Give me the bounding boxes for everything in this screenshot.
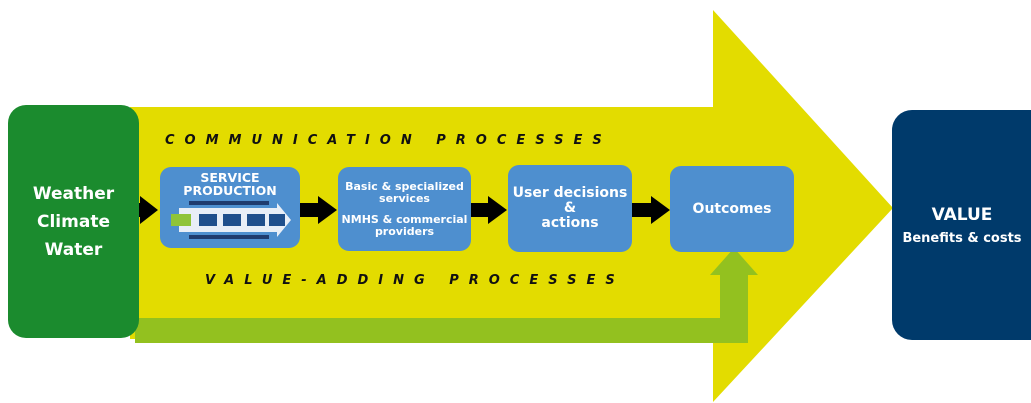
- user-decisions-box: User decisions & actions: [508, 165, 632, 252]
- feedback-arrow: [135, 248, 758, 343]
- communication-processes-label: COMMUNICATION PROCESSES: [165, 133, 612, 148]
- basic-specialized-services-box: Basic & specialized services NMHS & comm…: [338, 167, 471, 251]
- arrow-service-to-basic: [300, 196, 337, 224]
- value-adding-processes-label: VALUE-ADDING PROCESSES: [205, 273, 625, 288]
- service-production-box: SERVICE PRODUCTION: [160, 167, 300, 248]
- service-production-title-line1: SERVICE: [200, 170, 260, 185]
- value-box: VALUE Benefits & costs: [892, 110, 1031, 340]
- user-decisions-line1: User decisions: [512, 185, 628, 201]
- arrow-user-to-outcomes: [632, 196, 670, 224]
- input-label-weather: Weather: [32, 183, 115, 204]
- outcomes-box: Outcomes: [670, 166, 794, 252]
- service-production-mini-diagram: [171, 201, 291, 239]
- user-decisions-line2: &: [563, 200, 577, 216]
- providers-line2: providers: [374, 224, 435, 238]
- providers-line1: NMHS & commercial: [341, 212, 468, 226]
- input-label-water: Water: [44, 239, 103, 260]
- user-decisions-line3: actions: [541, 215, 599, 231]
- value-title: VALUE: [931, 204, 993, 225]
- service-production-title-line2: PRODUCTION: [183, 183, 277, 198]
- basic-services-line2: services: [379, 191, 430, 205]
- value-subtitle: Benefits & costs: [902, 230, 1022, 246]
- outcomes-label: Outcomes: [692, 201, 772, 217]
- weather-climate-water-box: Weather Climate Water: [8, 105, 139, 338]
- input-label-climate: Climate: [37, 211, 110, 232]
- basic-services-line1: Basic & specialized: [345, 179, 464, 193]
- arrow-basic-to-user: [471, 196, 507, 224]
